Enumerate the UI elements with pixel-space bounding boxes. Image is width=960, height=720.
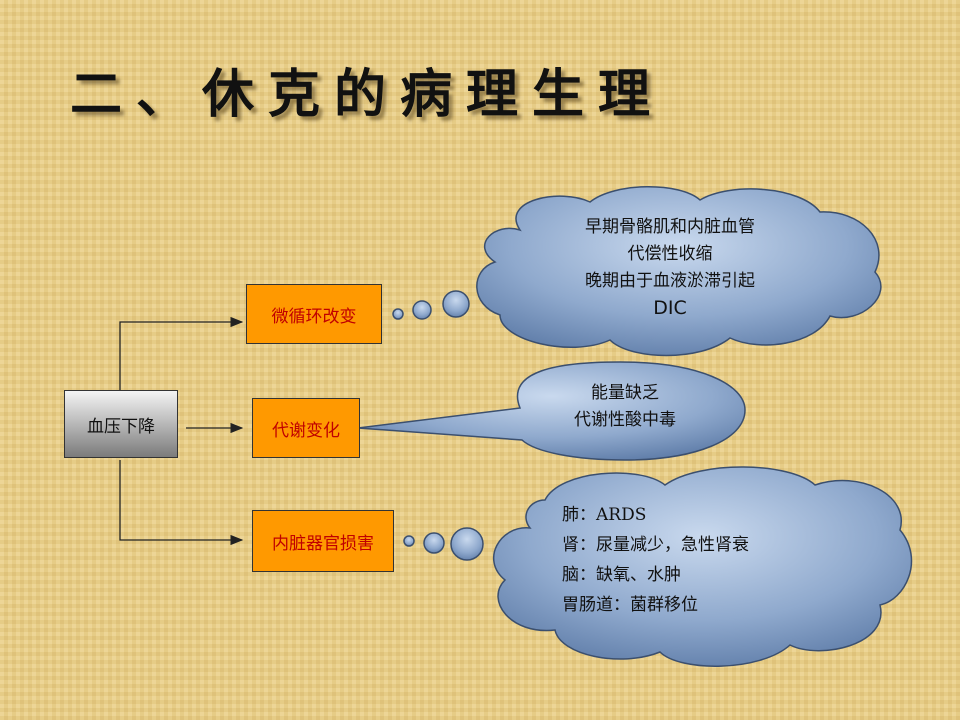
note-line: 脑：缺氧、水肿 (562, 565, 681, 585)
note-line: 晚期由于血液淤滞引起 (585, 271, 755, 291)
cloud-text-metabolism: 能量缺乏 代谢性酸中毒 (540, 380, 710, 434)
branch-box-metabolism: 代谢变化 (252, 398, 360, 458)
branch-box-microcirculation: 微循环改变 (246, 284, 382, 344)
cloud-text-microcirculation: 早期骨骼肌和内脏血管 代偿性收缩 晚期由于血液淤滞引起 DIC (520, 214, 820, 322)
cloud-text-organ-damage: 肺：ARDS 肾：尿量减少，急性肾衰 脑：缺氧、水肿 胃肠道：菌群移位 (562, 500, 862, 620)
note-line: 胃肠道：菌群移位 (562, 595, 698, 615)
note-line: 代谢性酸中毒 (574, 410, 676, 430)
branch-box-organ-damage: 内脏器官损害 (252, 510, 394, 572)
source-box-blood-pressure-drop: 血压下降 (64, 390, 178, 458)
connector-to-microcirculation (119, 316, 244, 390)
note-line: DIC (653, 297, 687, 319)
cloud-metabolism (357, 361, 746, 461)
page-title: 二、休克的病理生理 (70, 65, 665, 125)
cloud-microcirculation (392, 186, 882, 357)
note-line: 能量缺乏 (591, 383, 659, 403)
note-line: 肺：ARDS (562, 505, 647, 525)
connector-to-organ-damage (119, 460, 244, 546)
note-line: 早期骨骼肌和内脏血管 (585, 217, 755, 237)
cloud-organ-damage (403, 466, 913, 667)
note-line: 代偿性收缩 (627, 244, 713, 264)
connector-lines (119, 316, 244, 546)
note-line: 肾：尿量减少，急性肾衰 (562, 535, 749, 555)
